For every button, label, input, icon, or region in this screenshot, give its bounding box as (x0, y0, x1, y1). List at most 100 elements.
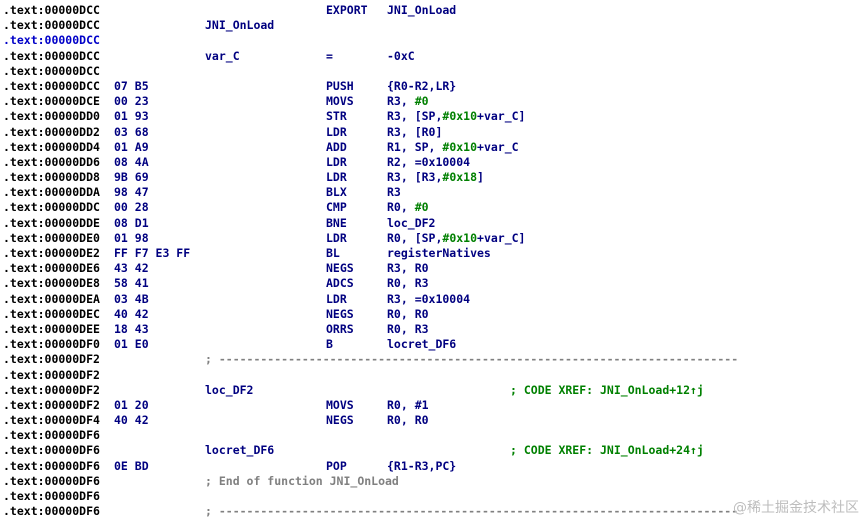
xref-comment: ; CODE XREF: JNI_OnLoad+24↑j (510, 443, 704, 458)
operands: {R1-R3,PC} (387, 459, 456, 474)
address: .text:00000DF2 (3, 397, 100, 412)
operands: R3, #0 (387, 94, 429, 109)
address: .text:00000DEC (3, 306, 100, 321)
address: .text:00000DCC (3, 3, 100, 17)
mnemonic: MOVS (326, 94, 354, 109)
listing-line[interactable]: .text:00000DCC JNI_OnLoad (0, 18, 865, 33)
opcode-bytes: 01 20 (114, 397, 149, 412)
listing-line[interactable]: .text:00000DF6 (0, 489, 865, 504)
mnemonic: LDR (326, 124, 347, 139)
address: .text:00000DE0 (3, 230, 100, 245)
mnemonic: LDR (326, 291, 347, 306)
mnemonic: NEGS (326, 306, 354, 321)
operand-text: registerNatives (387, 246, 491, 260)
operand-text: R0, [SP, (387, 230, 443, 245)
listing-line[interactable]: .text:00000DCC (0, 33, 865, 48)
address: .text:00000DD4 (3, 139, 100, 154)
opcode-bytes: 08 D1 (114, 215, 149, 230)
operands: -0xC (387, 49, 415, 64)
opcode-bytes: 03 4B (114, 291, 149, 306)
address: .text:00000DF2 (3, 382, 100, 397)
opcode-bytes: 01 98 (114, 230, 149, 245)
operand-text: {R0-R2,LR} (387, 78, 457, 93)
mnemonic: ADD (326, 139, 347, 154)
opcode-bytes: 40 42 (114, 413, 149, 428)
watermark: @稀土掘金技术社区 (733, 500, 859, 516)
listing-line[interactable]: .text:00000DF6; ------------------------… (0, 504, 865, 519)
operand-text: R0, R0 (387, 413, 429, 428)
separator-comment: ; --------------------------------------… (205, 352, 739, 367)
operands: R0, R3 (387, 322, 429, 337)
opcode-bytes: 18 43 (114, 321, 149, 336)
operands: R0, R0 (387, 413, 429, 428)
mnemonic: LDR (326, 154, 347, 169)
address: .text:00000DCC (3, 18, 100, 33)
listing-line[interactable]: .text:00000DF2 (0, 368, 865, 383)
operand-text: R1, SP, (387, 139, 443, 154)
address: .text:00000DF6 (3, 428, 100, 443)
code-label: JNI_OnLoad (205, 18, 275, 33)
mnemonic: CMP (326, 200, 347, 215)
mnemonic: ADCS (326, 276, 354, 291)
listing-line[interactable]: .text:00000DF6; End of function JNI_OnLo… (0, 474, 865, 489)
operand-text: -0xC (387, 48, 415, 63)
operands: R0, R0 (387, 307, 429, 322)
operand-text: R3, [SP, (387, 109, 443, 124)
operand-text: R3, [R3, (387, 170, 443, 185)
separator-comment: ; --------------------------------------… (205, 504, 739, 519)
operands: R0, #0 (387, 200, 429, 215)
listing-line[interactable]: .text:00000DF2; ------------------------… (0, 352, 865, 367)
opcode-bytes: 01 93 (114, 109, 149, 124)
address: .text:00000DF6 (3, 443, 100, 458)
opcode-bytes: FF F7 E3 FF (114, 246, 191, 260)
mnemonic: B (326, 337, 333, 352)
operand-text: R0, #1 (387, 397, 429, 412)
operand-text: R0, R3 (387, 276, 429, 291)
operand-text: +var_C (477, 139, 519, 154)
code-label: var_C (205, 48, 240, 63)
operand-immediate: #0 (414, 94, 429, 109)
operands: R3, [R0] (387, 125, 442, 140)
listing-line[interactable]: .text:00000DF6 locret_DF6 ; CODE XREF: JNI… (0, 443, 865, 458)
opcode-bytes: 0E BD (114, 458, 149, 473)
operand-text: R3, R0 (387, 261, 429, 276)
address: .text:00000DF6 (3, 458, 100, 473)
operand-text: +var_C] (477, 109, 526, 124)
address: .text:00000DCC (3, 33, 100, 48)
address: .text:00000DD0 (3, 109, 100, 124)
listing-line[interactable]: .text:00000DCC (0, 64, 865, 79)
opcode-bytes: 00 23 (114, 94, 149, 109)
operands: registerNatives (387, 246, 491, 261)
operand-text: R3 (387, 185, 401, 200)
code-label: locret_DF6 (205, 443, 275, 458)
mnemonic: NEGS (326, 261, 354, 276)
operands: R0, R3 (387, 276, 429, 291)
address: .text:00000DD6 (3, 154, 100, 169)
listing-line[interactable]: .text:00000DF6 (0, 428, 865, 443)
